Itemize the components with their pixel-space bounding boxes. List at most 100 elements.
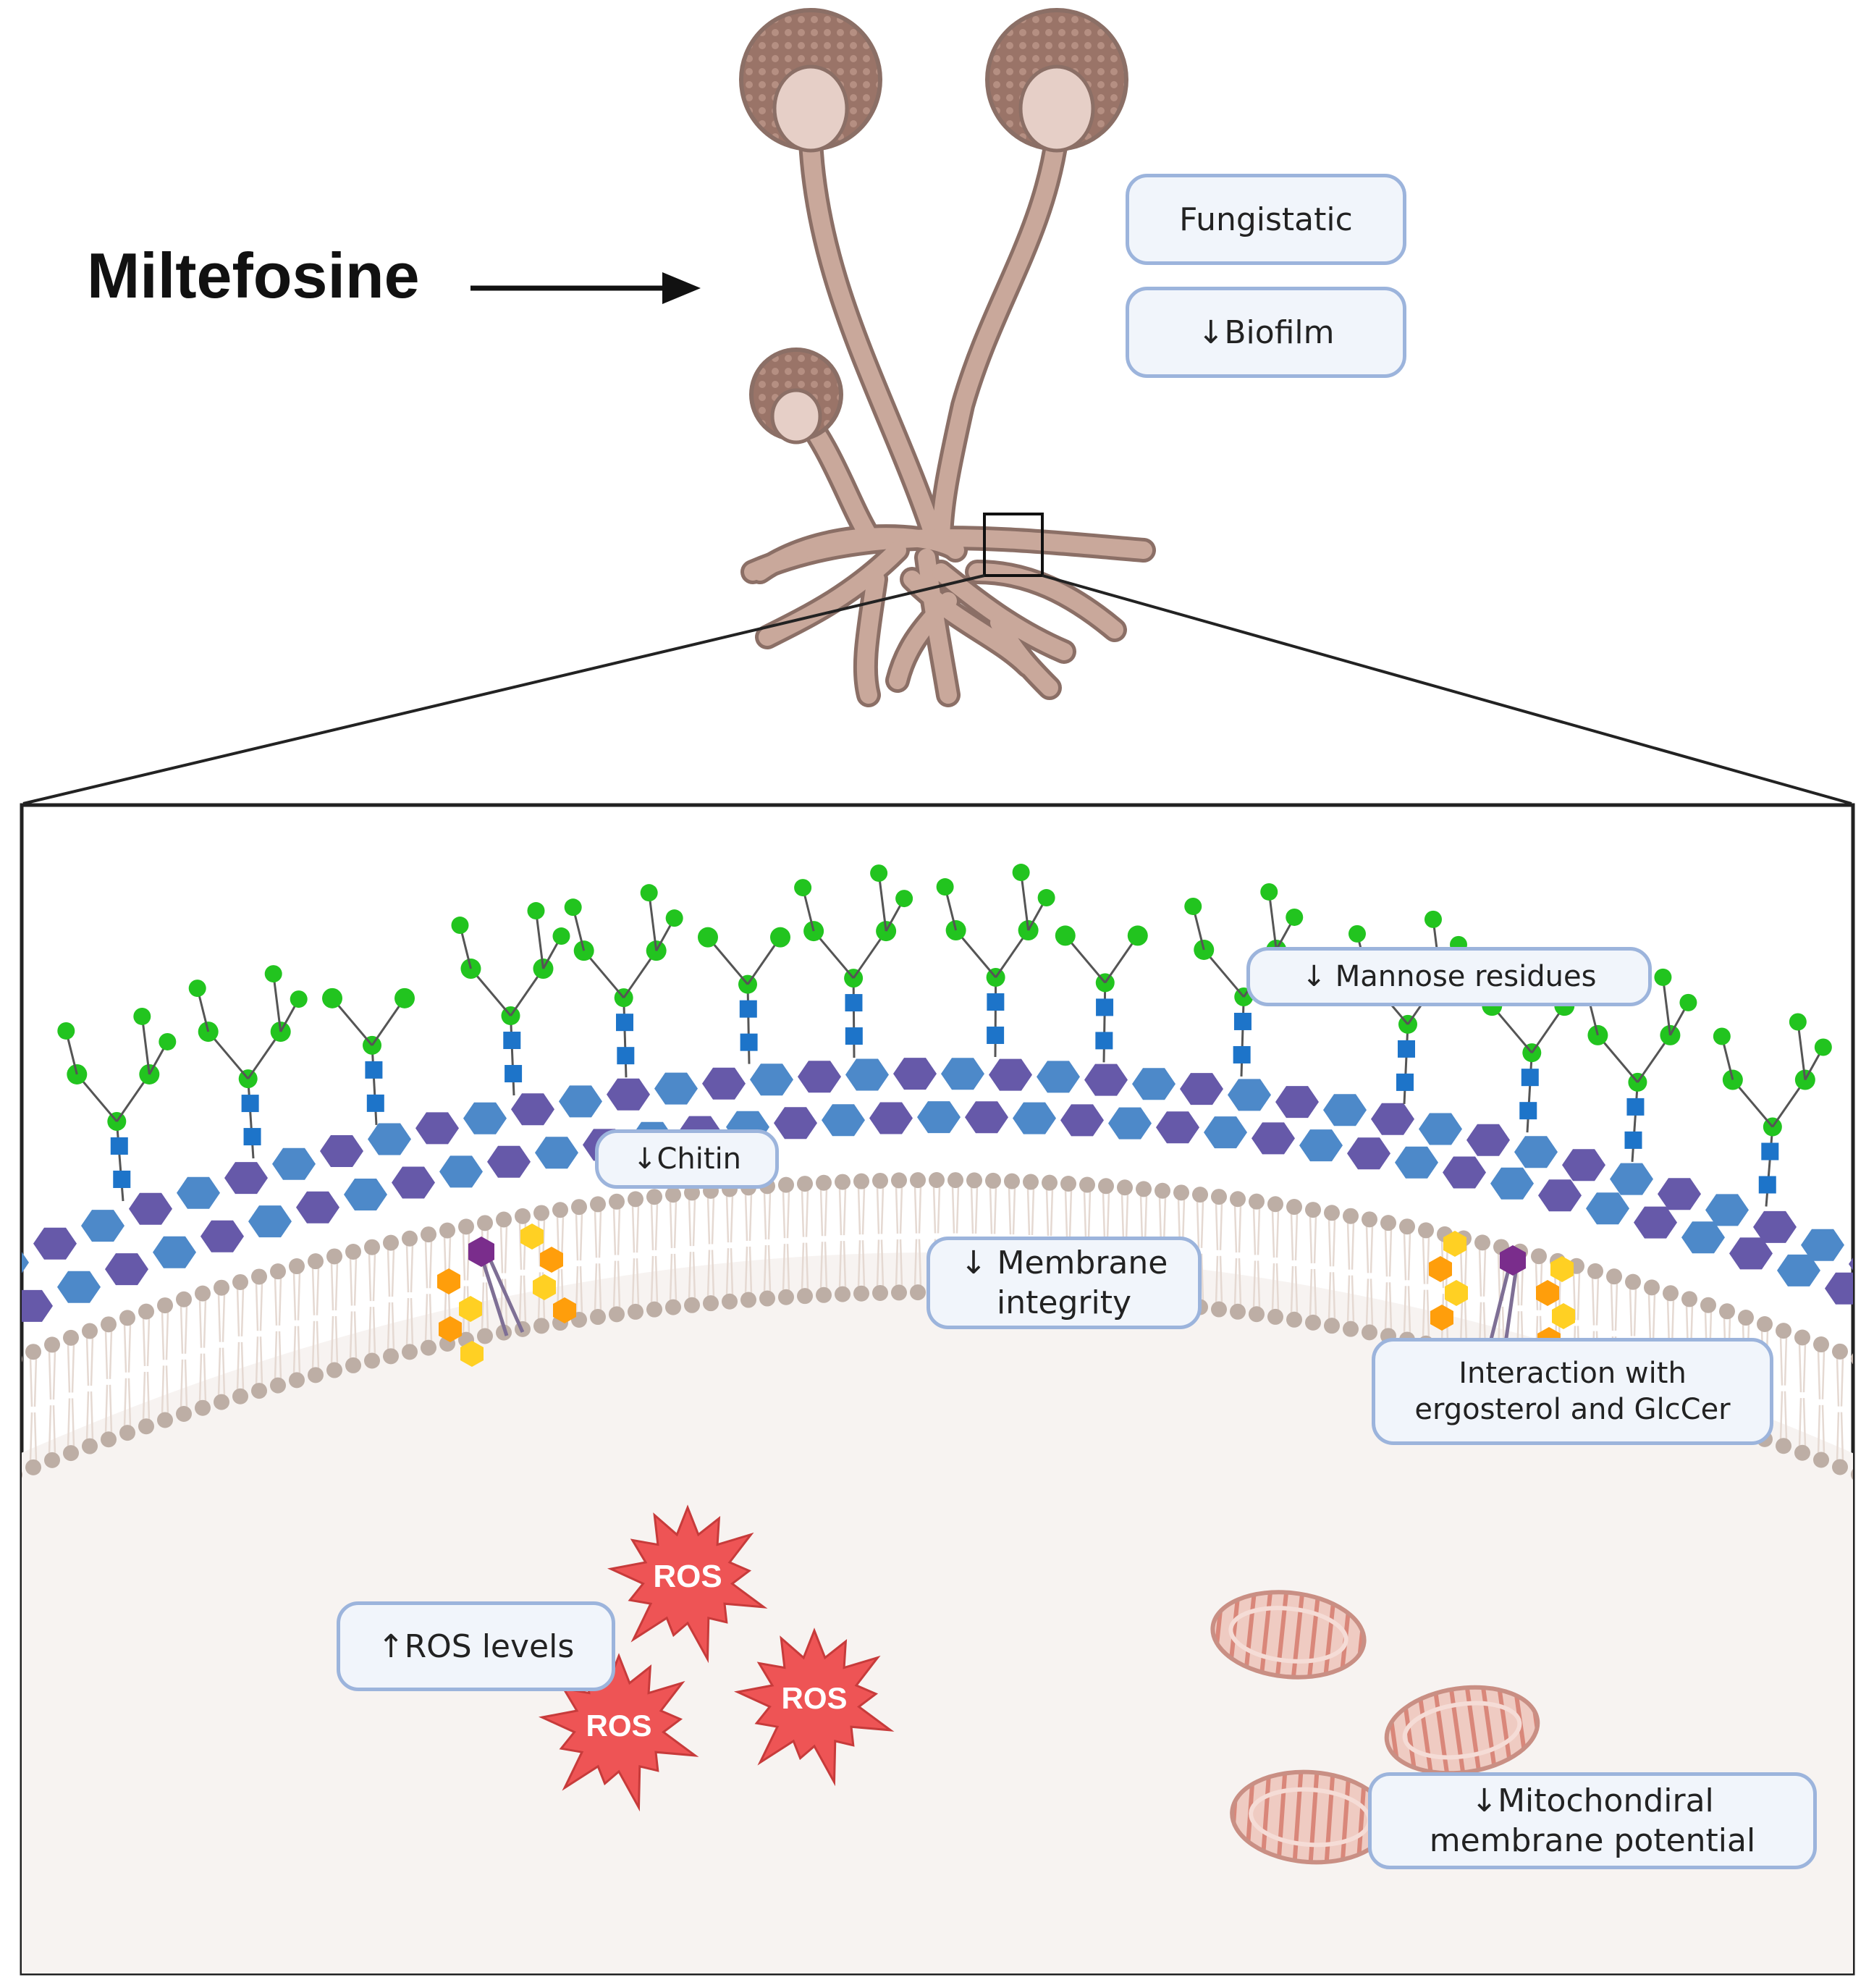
lipid-head <box>1267 1308 1283 1325</box>
biofilm-text: ↓Biofilm <box>1197 313 1335 351</box>
lipid-head <box>853 1285 869 1302</box>
glycan-icon <box>1184 883 1304 1077</box>
mito-text-line2: membrane potential <box>1429 1822 1756 1859</box>
mannose-unit <box>640 884 658 902</box>
glcnac-unit <box>1233 1012 1252 1030</box>
chitin-unit <box>535 1137 578 1169</box>
lipid-head <box>138 1418 154 1435</box>
chitin-unit <box>941 1058 984 1090</box>
chitin-unit <box>1490 1167 1534 1200</box>
glcnac-unit <box>241 1095 259 1113</box>
chitin-unit <box>1753 1210 1797 1243</box>
mannose-unit <box>769 927 790 948</box>
lipid-head <box>345 1243 361 1260</box>
mannose-unit <box>1348 924 1366 943</box>
lipid-head <box>1719 1303 1735 1320</box>
glycan-icon <box>1713 1013 1832 1207</box>
sporangium-large-right <box>985 8 1128 153</box>
mannose-unit <box>133 1007 151 1025</box>
lipid-head <box>1173 1184 1189 1201</box>
chitin-unit <box>1013 1102 1056 1134</box>
chitin-unit <box>774 1107 817 1140</box>
chitin-unit <box>1132 1068 1176 1100</box>
glccer-icon <box>1500 1245 1526 1276</box>
glccer-icon <box>468 1237 494 1267</box>
glycan-icon <box>564 884 683 1078</box>
lipid-head <box>326 1362 342 1378</box>
lipid-head <box>1794 1444 1810 1461</box>
lipid-head <box>1079 1176 1095 1193</box>
lipid-head <box>119 1310 135 1326</box>
lipid-head <box>1211 1189 1227 1205</box>
lipid-head <box>477 1328 493 1344</box>
zoom-line-right <box>1042 574 1852 805</box>
lipid-head <box>1776 1438 1791 1454</box>
lipid-head <box>1155 1182 1170 1199</box>
glcnac-unit <box>503 1032 521 1050</box>
lipid-head <box>1851 1353 1853 1365</box>
lipid-head <box>816 1286 832 1303</box>
glcnac-unit <box>845 994 863 1012</box>
ros-label: ROS <box>781 1681 847 1715</box>
glcnac-unit <box>1397 1040 1415 1058</box>
mannose-unit <box>1713 1027 1731 1045</box>
chitin-unit <box>248 1205 292 1238</box>
lipid-head <box>1757 1315 1773 1332</box>
lipid-head <box>63 1329 79 1346</box>
mannose-unit <box>1654 968 1672 986</box>
mannose-unit <box>451 917 469 935</box>
glcnac-unit <box>1521 1069 1539 1087</box>
mannose-unit <box>794 879 812 897</box>
glcnac-unit <box>1233 1045 1251 1064</box>
membrane-text-line2: integrity <box>997 1284 1131 1321</box>
chitin-unit <box>1705 1194 1749 1226</box>
glcnac-unit <box>1624 1131 1642 1149</box>
lipid-head <box>1681 1291 1697 1307</box>
lipid-head <box>496 1211 512 1228</box>
lipid-head <box>947 1172 963 1189</box>
lipid-head <box>910 1172 926 1189</box>
glcnac-unit <box>1096 998 1114 1016</box>
ergosterol-icon <box>437 1223 576 1367</box>
lipid-head <box>740 1292 756 1308</box>
lipid-head <box>1211 1301 1227 1318</box>
chitin-unit <box>153 1236 196 1268</box>
lipid-head <box>1832 1343 1848 1360</box>
zoom-box-icon <box>983 513 1044 577</box>
chitin-unit <box>1610 1163 1653 1195</box>
glycan-icon <box>794 864 913 1058</box>
lipid-head <box>1192 1187 1208 1203</box>
mito-text-line1: ↓Mitochondiral <box>1471 1782 1714 1819</box>
chitin-unit <box>57 1271 101 1303</box>
chitin-unit <box>845 1058 889 1091</box>
glycan-icon <box>936 864 1055 1058</box>
chitin-unit <box>1323 1094 1367 1126</box>
lipid-head <box>966 1172 982 1189</box>
mannose-unit <box>936 878 954 896</box>
lipid-head <box>1813 1336 1829 1353</box>
lipid-head <box>101 1431 117 1448</box>
mannose-unit <box>697 927 718 948</box>
lipid-head <box>533 1205 549 1221</box>
lipid-head <box>835 1174 851 1190</box>
fungus-icon <box>739 8 1156 707</box>
chitin-unit <box>22 1252 29 1273</box>
lipid-head <box>1136 1181 1152 1197</box>
ros-burst-icon: ROS <box>733 1627 895 1787</box>
chitin-unit <box>272 1147 316 1180</box>
chitin-unit <box>1443 1156 1486 1189</box>
lipid-head <box>232 1388 248 1404</box>
lipid-head <box>1023 1174 1039 1190</box>
lipid-head <box>1343 1321 1359 1337</box>
ergosterol-glccer-cluster-left <box>437 1223 576 1367</box>
mannose-unit <box>264 965 282 983</box>
mannose-unit <box>665 909 683 927</box>
lipid-head <box>1230 1191 1246 1208</box>
lipid-head <box>402 1344 418 1360</box>
lipid-head <box>421 1339 436 1356</box>
fungistatic-label: Fungistatic <box>1126 174 1406 265</box>
glycan-icon <box>697 927 790 1064</box>
lipid-head <box>82 1323 98 1339</box>
membrane-integrity-label: ↓ Membrane integrity <box>927 1237 1202 1329</box>
chitin-unit <box>487 1145 531 1178</box>
